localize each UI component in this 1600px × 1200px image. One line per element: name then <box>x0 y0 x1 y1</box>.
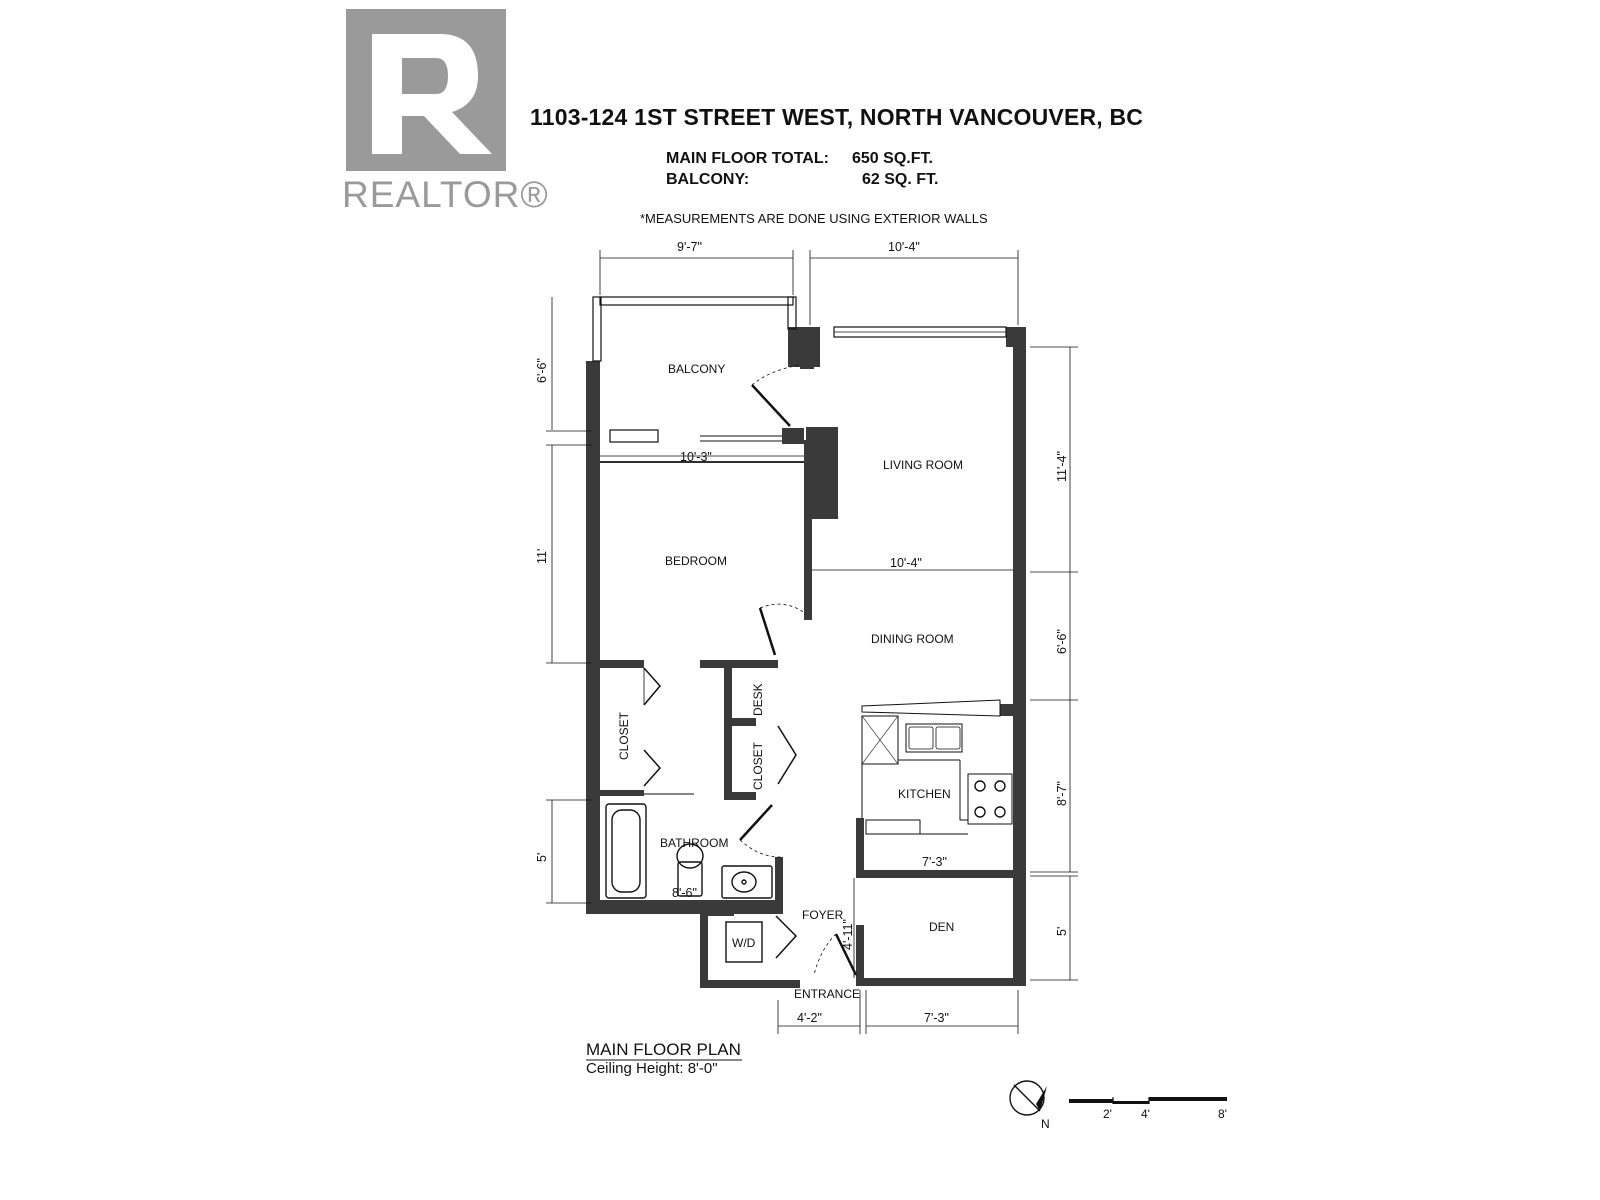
dim-dining-depth: 6'-6" <box>1055 629 1069 654</box>
north-compass-icon <box>1009 1080 1047 1116</box>
main-floor-total-label: MAIN FLOOR TOTAL: <box>666 150 829 167</box>
realtor-logo-icon <box>346 9 506 171</box>
room-closet-left: CLOSET <box>617 711 631 760</box>
room-balcony: BALCONY <box>668 362 725 376</box>
dim-living-width-top: 10'-4" <box>888 240 920 254</box>
room-entrance: ENTRANCE <box>794 987 860 1001</box>
room-foyer: FOYER <box>802 908 844 922</box>
room-desk: DESK <box>751 683 765 716</box>
dim-den-depth: 5' <box>1055 927 1069 936</box>
dim-foyer-depth: 4'-11" <box>841 919 855 950</box>
dim-bedroom-depth: 11' <box>535 549 549 564</box>
dim-dining-width: 10'-4" <box>890 556 922 570</box>
dim-living-depth: 11'-4" <box>1055 451 1069 482</box>
dim-bedroom-width: 10'-3" <box>680 450 712 464</box>
walls <box>586 327 1026 988</box>
scale-bar <box>1069 1097 1227 1104</box>
main-floor-total-value: 650 SQ.FT. <box>852 150 933 167</box>
room-living: LIVING ROOM <box>883 458 963 472</box>
room-bedroom: BEDROOM <box>665 554 727 568</box>
room-kitchen: KITCHEN <box>898 787 951 801</box>
dim-balcony-width: 9'-7" <box>677 240 702 254</box>
room-wd: W/D <box>732 936 756 950</box>
dim-bathroom-width: 8'-6" <box>672 886 697 900</box>
balcony-area-value: 62 SQ. FT. <box>862 171 939 188</box>
scale-label-8: 8' <box>1218 1107 1227 1121</box>
property-address: 1103-124 1ST STREET WEST, NORTH VANCOUVE… <box>530 104 1144 130</box>
dim-kitchen-depth: 8'-7" <box>1055 781 1069 806</box>
plan-title: MAIN FLOOR PLAN <box>586 1040 741 1059</box>
ceiling-height: Ceiling Height: 8'-0" <box>586 1060 718 1077</box>
measurement-note: *MEASUREMENTS ARE DONE USING EXTERIOR WA… <box>640 211 988 226</box>
balcony-area-label: BALCONY: <box>666 171 750 188</box>
dim-den-width: 7'-3" <box>924 1011 949 1025</box>
room-den: DEN <box>929 920 954 934</box>
dim-kitchen-width: 7'-3" <box>922 855 947 869</box>
compass-north-label: N <box>1041 1117 1050 1131</box>
room-dining: DINING ROOM <box>871 632 954 646</box>
plan-lines <box>546 250 1078 1061</box>
scale-label-2: 2' <box>1103 1107 1112 1121</box>
realtor-logo-word: REALTOR® <box>342 174 549 215</box>
dim-entrance-width: 4'-2" <box>797 1011 822 1025</box>
dim-balcony-depth: 6'-6" <box>535 358 549 383</box>
dim-bathroom-depth: 5' <box>535 853 549 862</box>
scale-label-4: 4' <box>1141 1107 1150 1121</box>
room-bathroom: BATHROOM <box>660 836 728 850</box>
room-closet-mid: CLOSET <box>751 741 765 790</box>
